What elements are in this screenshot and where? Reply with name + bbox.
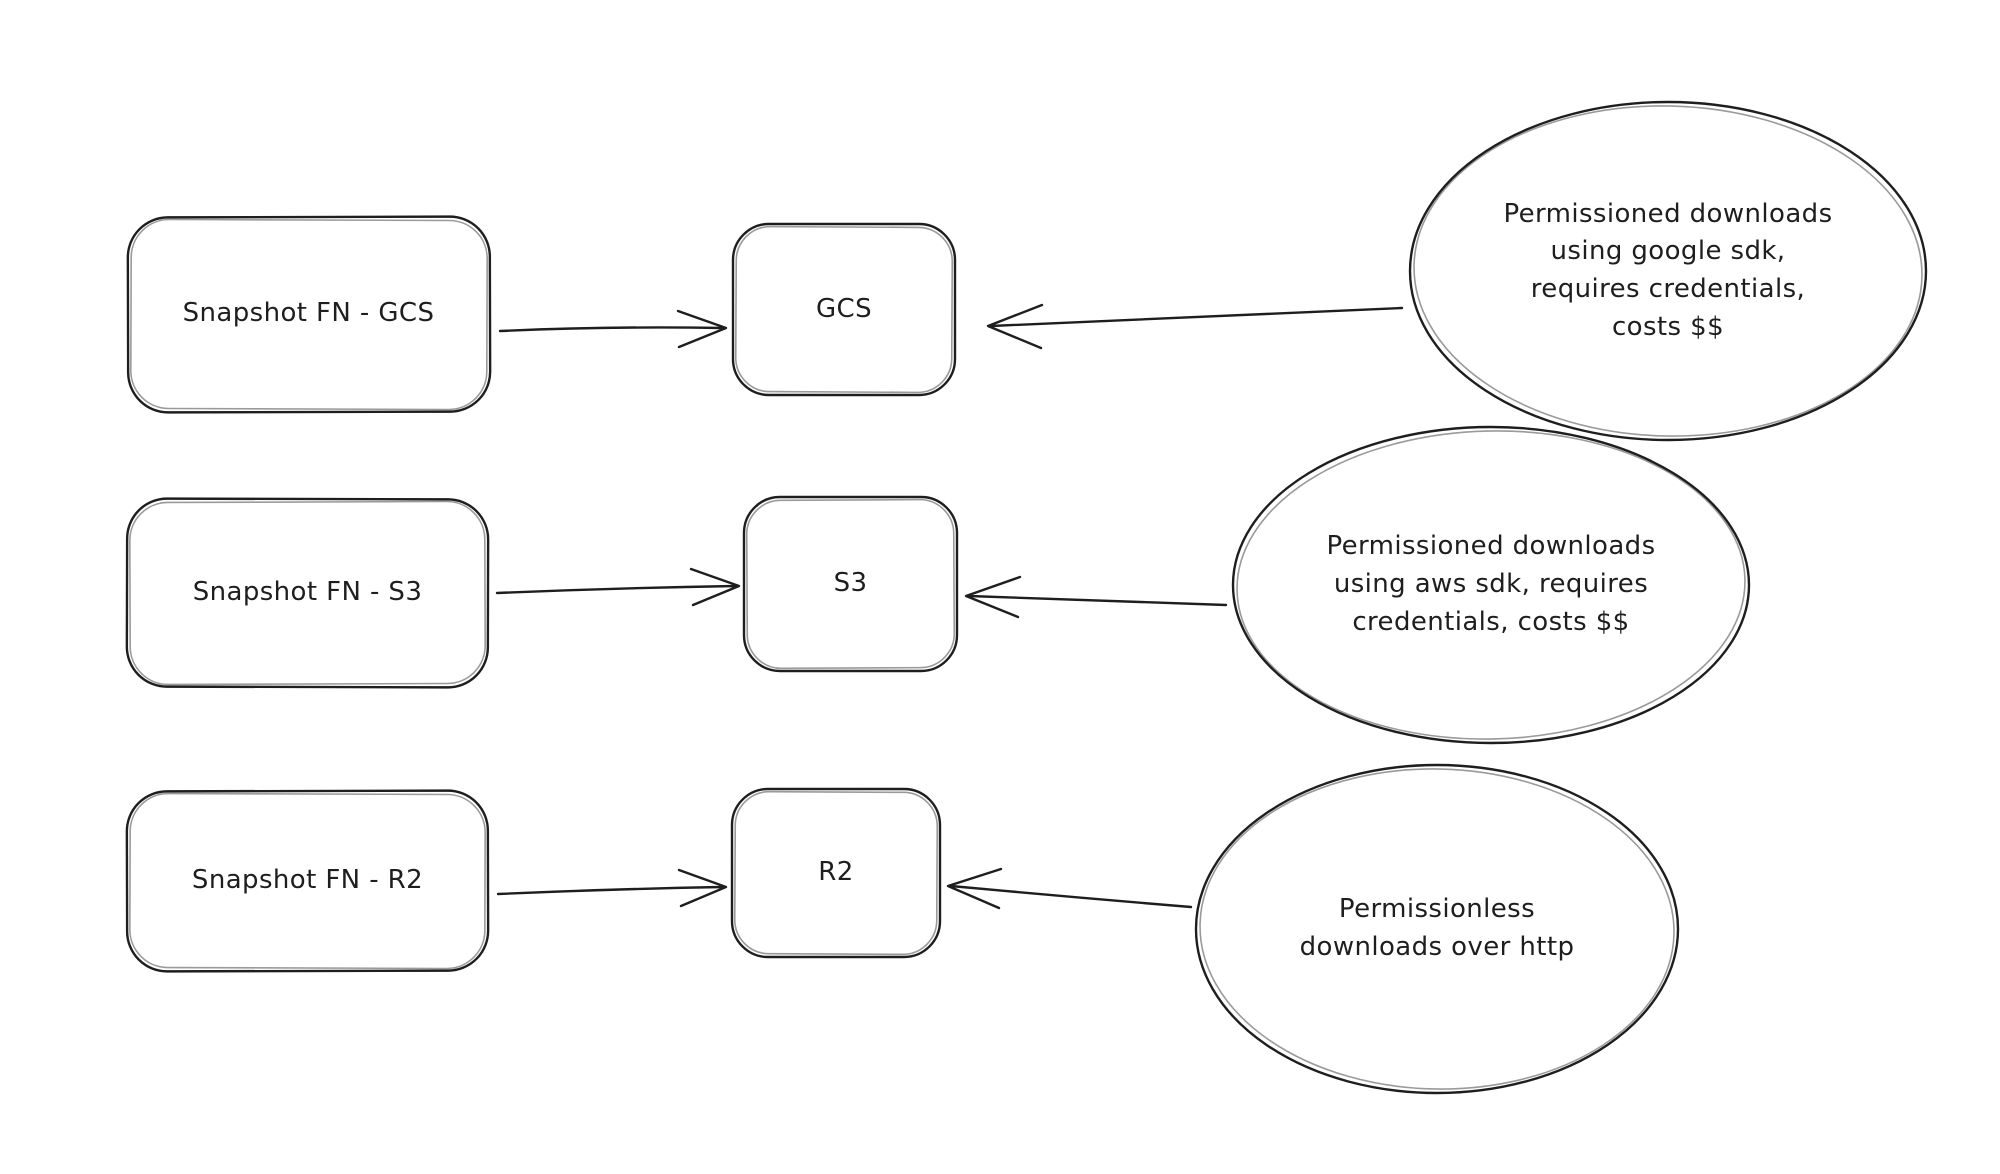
row-gcs-group — [126, 100, 1928, 442]
arrow-source-to-target-s3 — [495, 567, 741, 607]
target-node-shape-r2 — [730, 787, 942, 959]
arrow-note-to-target-s3 — [964, 575, 1228, 619]
arrow-note-to-target-r2 — [946, 867, 1193, 910]
source-node-shape-s3 — [125, 497, 490, 689]
target-node-shape-s3-sketch — [745, 498, 956, 670]
source-node-shape-r2 — [125, 789, 490, 973]
target-node-shape-gcs-sketch — [734, 225, 954, 394]
arrow-source-to-target-r2 — [496, 868, 728, 908]
note-ellipse-shape-gcs-sketch — [1413, 105, 1923, 437]
note-ellipse-shape-gcs — [1408, 100, 1928, 442]
row-r2-group — [125, 763, 1680, 1095]
target-node-shape-s3 — [742, 495, 959, 673]
note-ellipse-shape-s3 — [1231, 425, 1751, 745]
source-node-shape-gcs — [126, 215, 492, 414]
source-node-shape-s3-sketch — [129, 500, 486, 686]
row-s3-group — [125, 425, 1751, 745]
source-node-shape-gcs-sketch — [130, 218, 488, 411]
note-ellipse-shape-r2-sketch — [1199, 768, 1675, 1090]
note-ellipse-shape-s3-sketch — [1236, 430, 1746, 740]
arrow-note-to-target-gcs — [986, 303, 1404, 350]
arrow-source-to-target-gcs — [498, 309, 728, 349]
target-node-shape-r2-sketch — [733, 790, 939, 956]
note-ellipse-shape-r2 — [1194, 763, 1680, 1095]
source-node-shape-r2-sketch — [129, 792, 486, 970]
target-node-shape-gcs — [731, 222, 957, 397]
